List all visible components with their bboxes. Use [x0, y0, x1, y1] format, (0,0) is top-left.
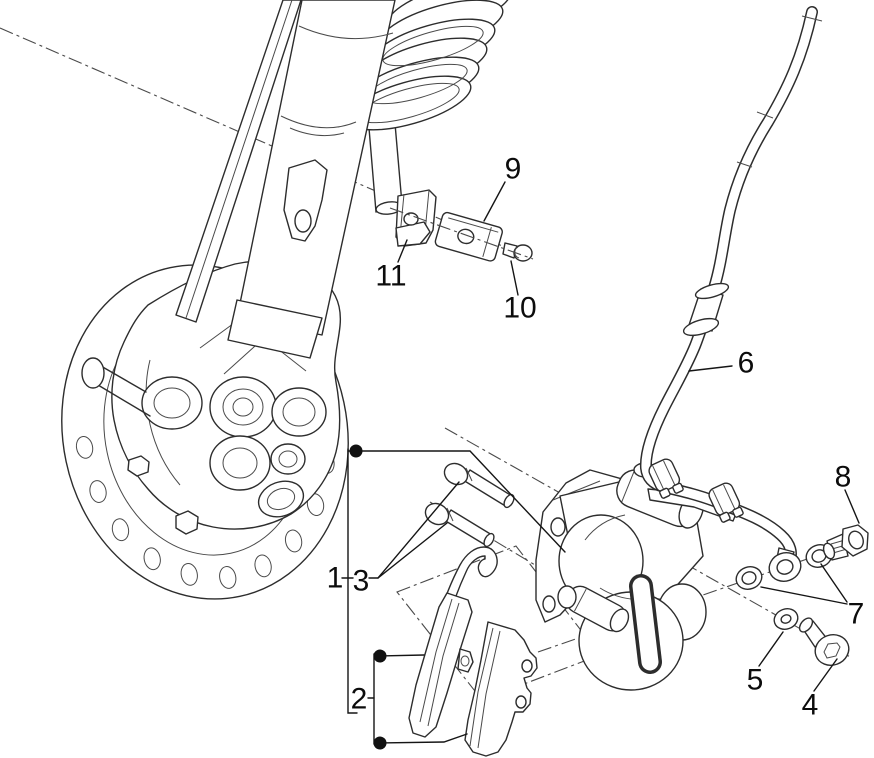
callout-5-leader [758, 631, 784, 667]
callout-label-5: 5 [747, 664, 764, 697]
callout-label-7: 7 [848, 598, 865, 631]
callout-9-leader [483, 181, 506, 222]
callout-label-11: 11 [375, 260, 406, 293]
callout-label-1: 1 [327, 562, 344, 595]
clamp-screw [502, 242, 533, 262]
callouts: 1 2 3 4 5 6 7 8 9 10 11 [327, 153, 865, 750]
hose-clamp-right [708, 482, 744, 523]
brake-hose [639, 6, 823, 582]
callout-1-bracket [341, 444, 566, 714]
caliper-slide-pins [424, 462, 515, 548]
callout-label-8: 8 [835, 461, 852, 494]
callout-10-leader [510, 260, 519, 296]
callout-4-leader [813, 658, 838, 692]
caliper-washer [773, 608, 799, 630]
callout-6-leader [688, 365, 733, 372]
brake-pad-right [464, 621, 538, 757]
hose-clamp-bracket [434, 211, 503, 262]
callout-label-2: 2 [351, 683, 368, 716]
brake-caliper [535, 462, 707, 691]
callout-2-bracket [367, 649, 468, 750]
banjo-bolt [822, 524, 869, 561]
callout-label-10: 10 [503, 292, 536, 325]
callout-label-4: 4 [802, 689, 819, 722]
caliper-mount-bolt [798, 617, 850, 666]
callout-3-leaders [368, 481, 460, 579]
front-fork [175, 0, 512, 359]
callout-11-leader [397, 239, 408, 263]
callout-label-6: 6 [738, 347, 755, 380]
callout-7-leaders [760, 563, 848, 605]
callout-8-leader [844, 489, 860, 524]
brake-pad-left [408, 592, 474, 738]
hose-clip [395, 189, 437, 247]
banjo-eye [768, 547, 802, 582]
callout-label-9: 9 [505, 153, 522, 186]
fork-clamp-tab [283, 159, 328, 242]
hose-clamp-left [648, 458, 684, 499]
banjo-washer-left [735, 566, 763, 590]
pad-pin-sleeve [566, 585, 630, 633]
suspension-spring [346, 0, 512, 131]
callout-label-3: 3 [353, 565, 370, 598]
